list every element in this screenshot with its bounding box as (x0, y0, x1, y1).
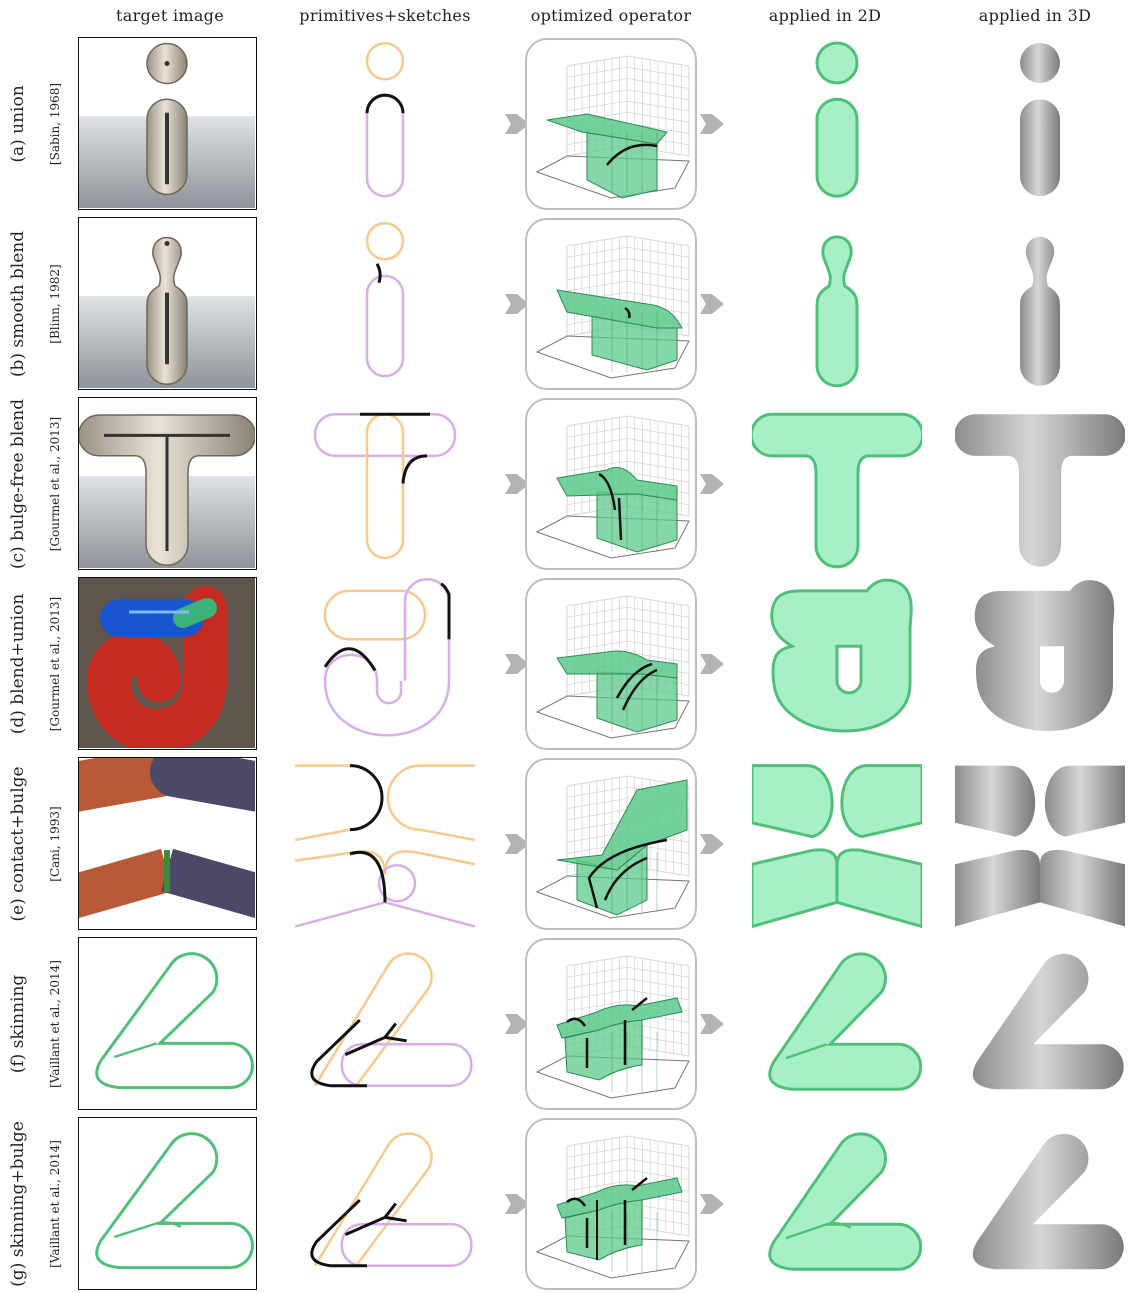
shape-3d (955, 1117, 1125, 1290)
applied-3d (955, 577, 1125, 750)
primitives-drawing (295, 577, 475, 750)
target-image (78, 37, 257, 210)
primitives-drawing (295, 397, 475, 570)
column-header-3d: applied in 3D (940, 6, 1130, 25)
operator-plot (527, 220, 695, 388)
operator-plot (527, 40, 695, 208)
shape-3d (955, 37, 1125, 210)
applied-3d (955, 37, 1125, 210)
applied-3d (955, 937, 1125, 1110)
row-citation: [Vaillant et al., 2014] (48, 960, 62, 1088)
row-citation: [Vaillant et al., 2014] (48, 1140, 62, 1268)
primitives-sketches (295, 757, 475, 930)
target-render (79, 578, 255, 748)
primitives-sketches (295, 37, 475, 210)
applied-3d (955, 757, 1125, 930)
shape-2d (752, 397, 922, 570)
primitives-drawing (295, 37, 475, 210)
applied-2d (752, 937, 922, 1110)
row-label: (e) contact+bulge (8, 766, 28, 921)
shape-2d (752, 1117, 922, 1290)
target-image (78, 577, 257, 750)
shape-2d (752, 577, 922, 750)
applied-3d (955, 1117, 1125, 1290)
row-label: (g) skinning+bulge (8, 1121, 28, 1287)
primitives-drawing (295, 217, 475, 390)
target-render (79, 218, 255, 388)
optimized-operator (525, 1118, 697, 1290)
primitives-drawing (295, 937, 475, 1110)
applied-2d (752, 757, 922, 930)
primitives-sketches (295, 577, 475, 750)
target-image (78, 397, 257, 570)
applied-2d (752, 1117, 922, 1290)
column-header-primitives: primitives+sketches (290, 6, 480, 25)
applied-2d (752, 217, 922, 390)
optimized-operator (525, 218, 697, 390)
primitives-sketches (295, 937, 475, 1110)
arrow-out-icon (700, 111, 726, 137)
shape-2d (752, 217, 922, 390)
target-render (79, 1118, 255, 1288)
shape-3d (955, 397, 1125, 570)
row-citation: [Gourmel et al., 2013] (48, 416, 62, 550)
target-render (79, 38, 255, 208)
row-label: (a) union (8, 85, 28, 162)
row-label: (b) smooth blend (8, 230, 28, 376)
shape-3d (955, 937, 1125, 1110)
primitives-sketches (295, 217, 475, 390)
target-image (78, 1117, 257, 1290)
applied-3d (955, 397, 1125, 570)
optimized-operator (525, 578, 697, 750)
target-image (78, 217, 257, 390)
primitives-sketches (295, 397, 475, 570)
optimized-operator (525, 758, 697, 930)
applied-2d (752, 37, 922, 210)
operator-plot (527, 580, 695, 748)
target-render (79, 398, 255, 568)
column-header-target: target image (75, 6, 265, 25)
arrow-out-icon (700, 1191, 726, 1217)
shape-2d (752, 757, 922, 930)
target-image (78, 937, 257, 1110)
operator-plot (527, 400, 695, 568)
shape-2d (752, 937, 922, 1110)
arrow-out-icon (700, 471, 726, 497)
target-image (78, 757, 257, 930)
primitives-sketches (295, 1117, 475, 1290)
row-citation: [Gourmel et al., 2013] (48, 596, 62, 730)
operator-plot (527, 1120, 695, 1288)
shape-3d (955, 577, 1125, 750)
operator-plot (527, 760, 695, 928)
optimized-operator (525, 398, 697, 570)
arrow-out-icon (700, 651, 726, 677)
row-label: (d) blend+union (8, 593, 28, 734)
applied-2d (752, 577, 922, 750)
arrow-out-icon (700, 291, 726, 317)
optimized-operator (525, 38, 697, 210)
target-render (79, 758, 255, 928)
row-citation: [Blinn, 1982] (48, 264, 62, 343)
optimized-operator (525, 938, 697, 1110)
shape-3d (955, 217, 1125, 390)
row-citation: [Sabin, 1968] (48, 82, 62, 164)
arrow-out-icon (700, 1011, 726, 1037)
shape-2d (752, 37, 922, 210)
applied-2d (752, 397, 922, 570)
target-render (79, 938, 255, 1108)
row-citation: [Cani, 1993] (48, 806, 62, 881)
arrow-out-icon (700, 831, 726, 857)
operator-plot (527, 940, 695, 1108)
row-label: (c) bulge-free blend (8, 398, 28, 568)
column-header-operator: optimized operator (516, 6, 706, 25)
applied-3d (955, 217, 1125, 390)
primitives-drawing (295, 757, 475, 930)
row-label: (f) skinning (8, 974, 28, 1073)
column-header-2d: applied in 2D (730, 6, 920, 25)
shape-3d (955, 757, 1125, 930)
primitives-drawing (295, 1117, 475, 1290)
